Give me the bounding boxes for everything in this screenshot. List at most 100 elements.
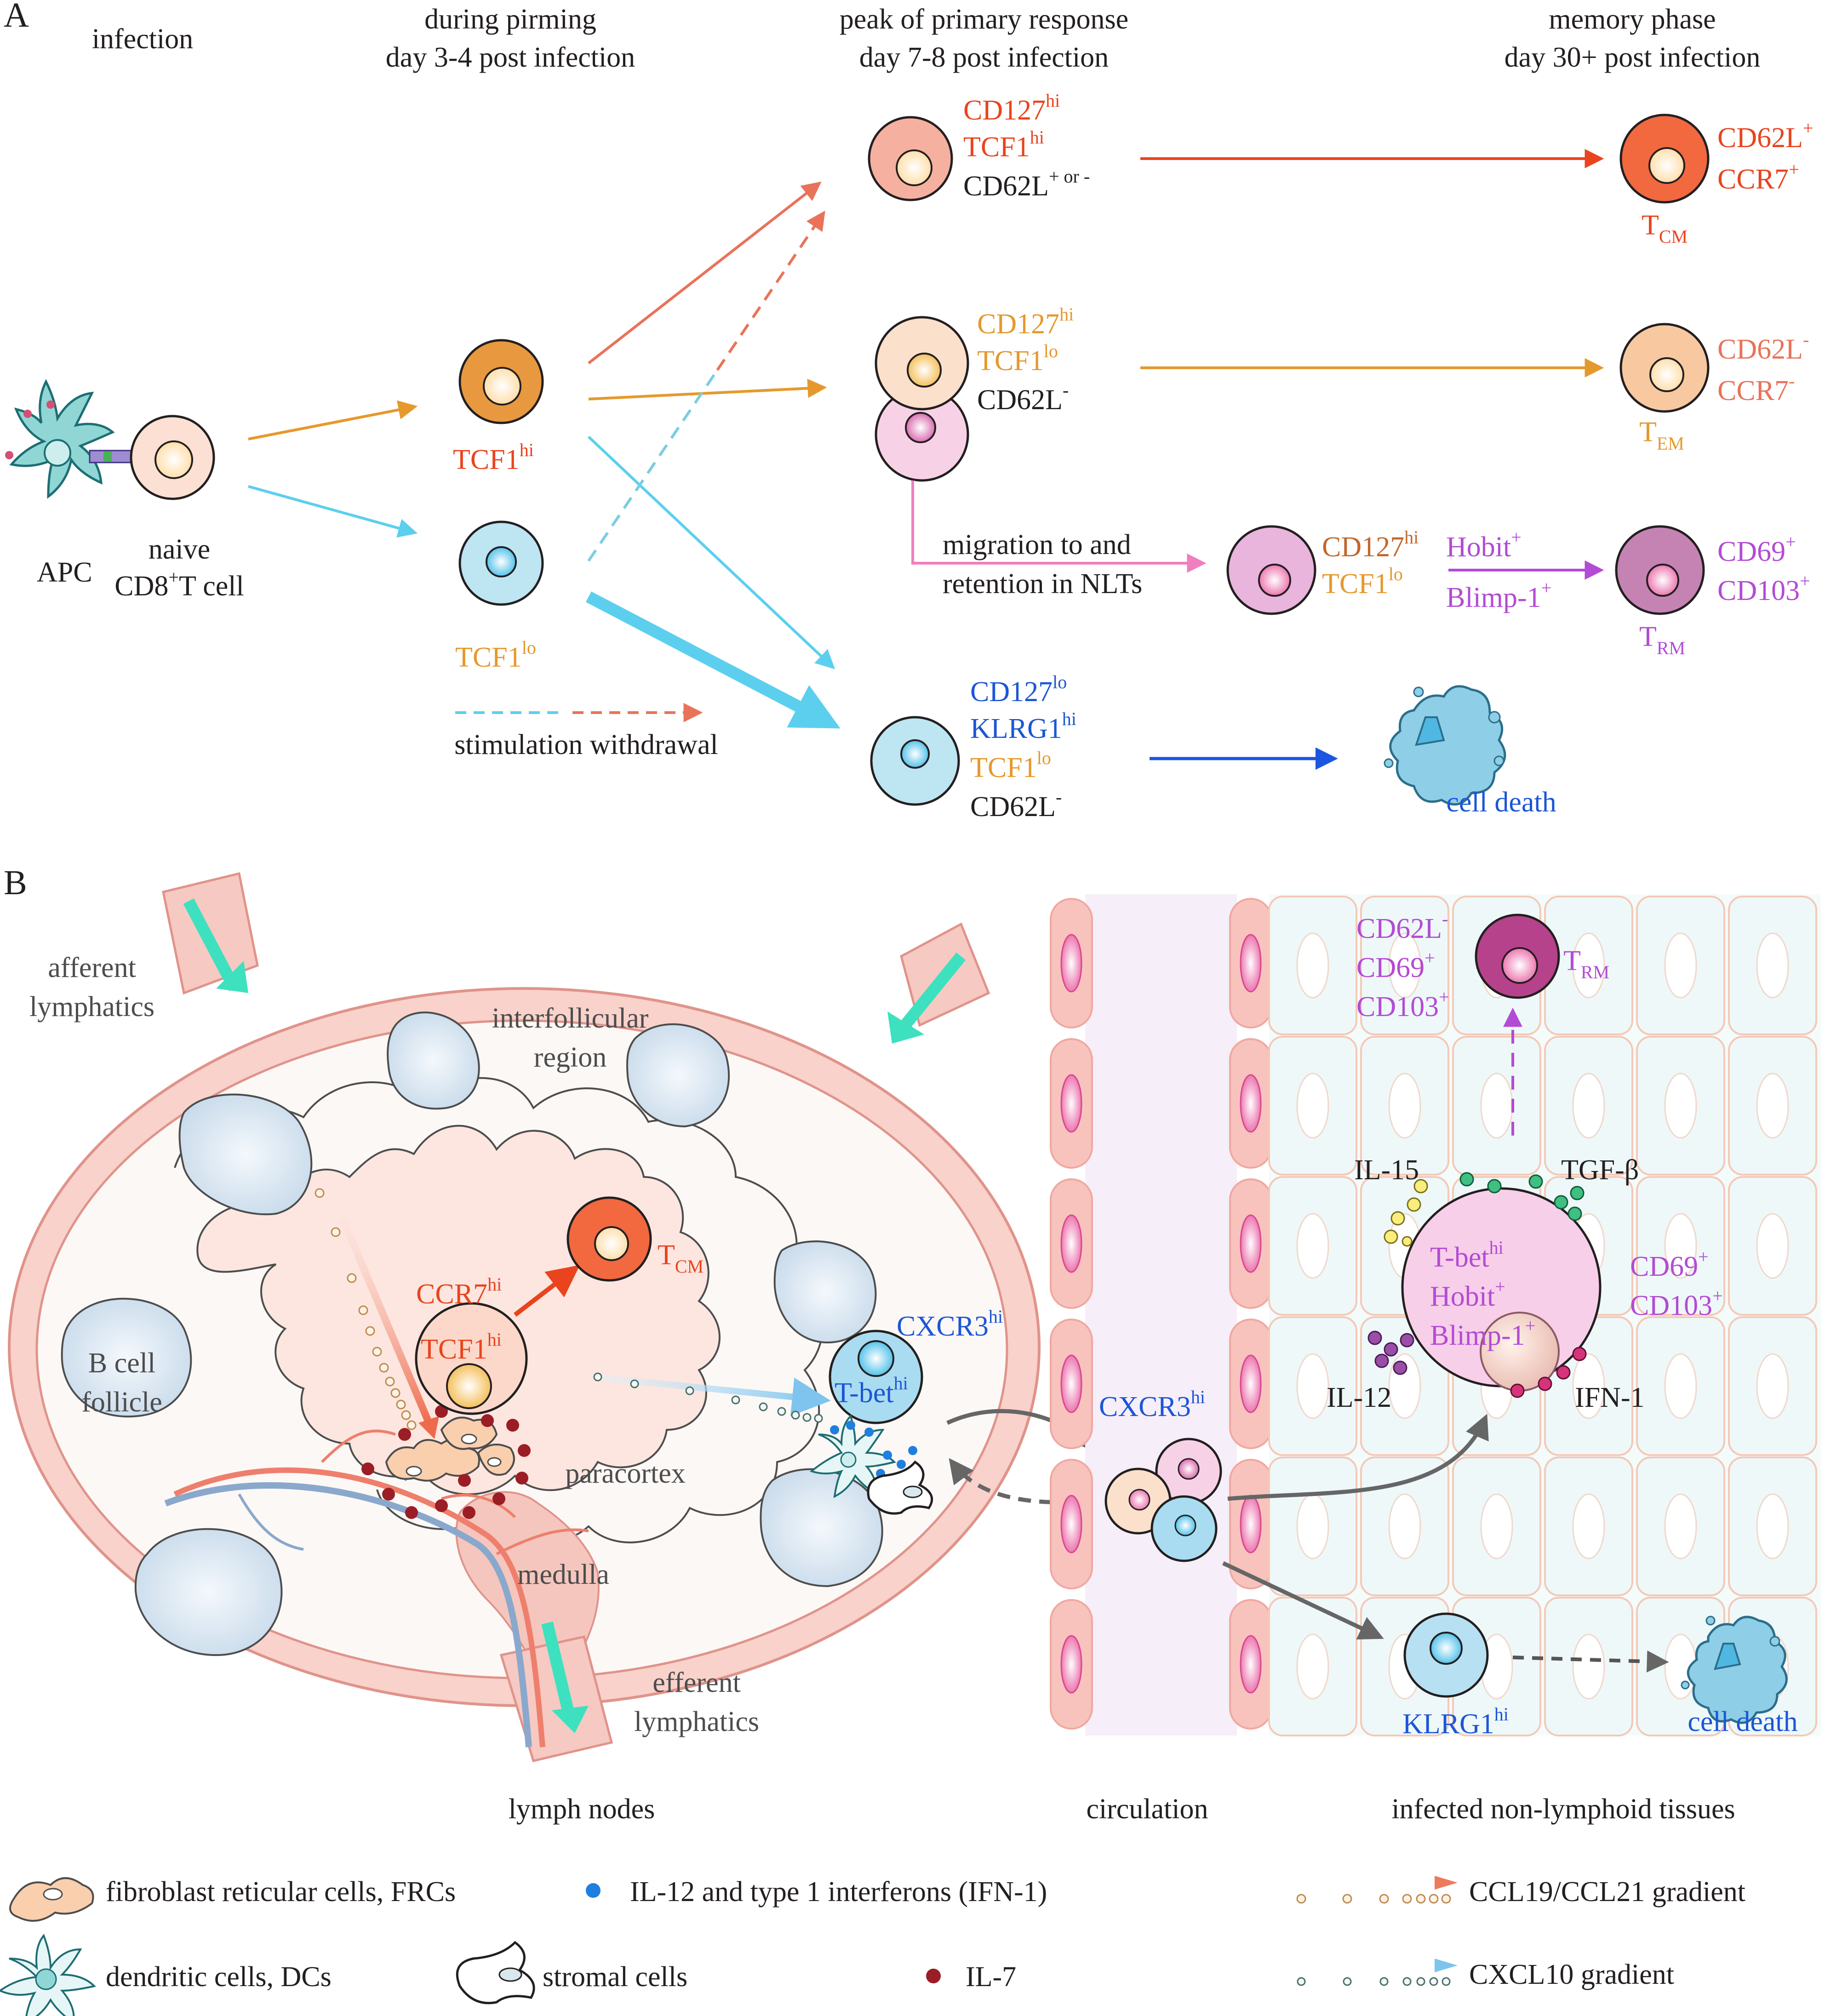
- dying-cell-icon: [1384, 685, 1506, 806]
- naive-t-cell-icon: [130, 415, 215, 500]
- legend-ccl-label: CCL19/CCL21 gradient: [1469, 1876, 1745, 1907]
- tissue-trm-l2: CD69+: [1356, 948, 1435, 983]
- cxcr3-label-ln: CXCR3hi: [897, 1306, 1003, 1342]
- tissue-cell-l2: Hobit+: [1430, 1276, 1505, 1312]
- ln-tcm-cell-icon: [566, 1196, 652, 1282]
- arrow-naive-to-tcf1hi: [248, 400, 418, 440]
- legend-stromal-icon: [456, 1941, 535, 2005]
- legend-il7-label: IL-7: [966, 1961, 1016, 1993]
- arrow-tcf1lo-dashed-top: [716, 211, 825, 371]
- stage-priming-line2: day 3-4 post infection: [386, 42, 635, 73]
- tissue-cd69-label: CD69+: [1630, 1246, 1709, 1282]
- panel-b: B: [4, 863, 1821, 1825]
- peak-mid-l2: TCF1lo: [977, 341, 1058, 377]
- efferent-label-line1: efferent: [652, 1667, 741, 1698]
- arrow-klrg1-to-death: [1512, 1650, 1669, 1673]
- arrow-migration-to-nlt: [911, 480, 1207, 573]
- panel-a: A infection during pirming day 3-4 post …: [4, 0, 1814, 822]
- cell-death-label-a: cell death: [1446, 787, 1556, 818]
- afferent-label-line1: afferent: [48, 952, 136, 983]
- tem-cell-icon: [1619, 323, 1710, 413]
- tissue-trm-cell-icon: [1475, 914, 1560, 999]
- apc-label: APC: [37, 557, 92, 588]
- legend-dc-label: dendritic cells, DCs: [106, 1961, 332, 1993]
- panel-a-label: A: [4, 0, 29, 34]
- stage-infection: infection: [92, 23, 193, 55]
- legend-cxcl10-label: CXCL10 gradient: [1469, 1959, 1674, 1990]
- migration-label-line1: migration to and: [943, 529, 1131, 560]
- tissue-trm-name: TRM: [1563, 945, 1609, 982]
- bcell-label-line2: follicle: [81, 1387, 162, 1418]
- blimp-label: Blimp-1+: [1446, 577, 1551, 613]
- frc-cluster-icon: [385, 1416, 515, 1482]
- efferent-label-line2: lymphatics: [634, 1706, 759, 1737]
- naive-label-line2: CD8+T cell: [114, 567, 244, 602]
- naive-label-line1: naive: [149, 534, 210, 565]
- legend-il12-label: IL-12 and type 1 interferons (IFN-1): [630, 1876, 1047, 1907]
- tgfb-dots: [1459, 1172, 1585, 1221]
- legend-stromal-label: stromal cells: [543, 1961, 687, 1993]
- tem-name: TEM: [1639, 417, 1684, 454]
- stage-peak-line1: peak of primary response: [840, 4, 1128, 35]
- trm-name: TRM: [1639, 621, 1685, 658]
- afferent-label-line2: lymphatics: [29, 991, 154, 1022]
- trm-l1: CD69+: [1717, 531, 1796, 567]
- cxcr3-label-circ: CXCR3hi: [1099, 1387, 1205, 1422]
- interfollicular-label-line1: interfollicular: [492, 1003, 649, 1034]
- peak-top-l3: CD62L+ or -: [963, 166, 1090, 202]
- tgfb-label: TGF-β: [1561, 1154, 1639, 1186]
- cxcl10-gradient-dots: [593, 1372, 823, 1423]
- trm-cell-icon: [1615, 525, 1705, 615]
- peak-bottom-l1: CD127lo: [970, 672, 1067, 708]
- il15-dots: [1384, 1179, 1428, 1247]
- section-infected: infected non-lymphoid tissues: [1391, 1793, 1735, 1825]
- panel-b-label: B: [4, 863, 27, 902]
- tcf1lo-label: TCF1lo: [455, 637, 536, 673]
- tcf1hi-label: TCF1hi: [453, 440, 534, 475]
- paracortex-label: paracortex: [565, 1458, 686, 1489]
- nlt-resident-precursor-cell-icon: [1226, 525, 1316, 615]
- tcm-l2: CCR7+: [1717, 159, 1799, 195]
- section-circulation: circulation: [1086, 1793, 1208, 1825]
- tissue-cell-l3: Blimp-1+: [1430, 1315, 1535, 1351]
- arrow-tcf1lo-dashed-back: [587, 369, 719, 562]
- ccr7-label: CCR7hi: [416, 1274, 502, 1310]
- arrow-naive-to-tcf1lo: [248, 485, 418, 538]
- legend-dc-icon: [0, 1934, 96, 2016]
- cell-death-label-b: cell death: [1688, 1706, 1797, 1737]
- nlt-l2: TCF1lo: [1322, 564, 1403, 600]
- peak-bottom-l4: CD62L-: [970, 787, 1062, 822]
- apc-dendritic-cell-icon: [5, 379, 132, 499]
- tissue-effector-cell-icon: [1401, 1187, 1602, 1392]
- stage-priming-line1: during pirming: [424, 4, 596, 35]
- tcf1-label: TCF1hi: [421, 1329, 502, 1365]
- arrow-tcf1hi-to-peak-mid: [588, 378, 827, 400]
- nlt-l1: CD127hi: [1322, 527, 1419, 563]
- arrow-to-ln-tcm: [513, 1265, 580, 1317]
- il12-label: IL-12: [1327, 1382, 1391, 1413]
- arrow-tcf1lo-to-effector: [585, 591, 841, 729]
- trm-l2: CD103+: [1717, 571, 1810, 606]
- tcm-cell-icon: [1619, 114, 1710, 204]
- legend-cxcl10-gradient-icon: [1297, 1959, 1458, 1986]
- arrow-tcf1hi-to-peak-top: [588, 181, 822, 365]
- ln-dendritic-cell-icon: [809, 1414, 896, 1498]
- peak-mid-l3: CD62L-: [977, 380, 1069, 416]
- peak-top-l1: CD127hi: [963, 90, 1060, 126]
- legend-il12-dot-icon: [586, 1883, 601, 1898]
- medulla-label: medulla: [517, 1559, 609, 1590]
- arrow-circulation-to-klrg1-cell: [1222, 1561, 1384, 1640]
- il7-dots: [361, 1405, 531, 1519]
- hobit-label: Hobit+: [1446, 527, 1522, 563]
- legend: fibroblast reticular cells, FRCs IL-12 a…: [0, 1876, 1745, 2016]
- peak-bottom-l2: KLRG1hi: [970, 708, 1076, 744]
- legend-il7-dot-icon: [926, 1969, 941, 1983]
- tcf1hi-cell-icon: [458, 339, 544, 424]
- ifn1-dots: [1510, 1347, 1587, 1398]
- ln-tcf1hi-cell-icon: [415, 1302, 528, 1415]
- tbet-label-ln: T-bethi: [835, 1373, 908, 1409]
- interfollicular-label-line2: region: [534, 1042, 606, 1073]
- section-lymph-nodes: lymph nodes: [509, 1793, 655, 1825]
- tissue-cell-l1: T-bethi: [1430, 1237, 1504, 1273]
